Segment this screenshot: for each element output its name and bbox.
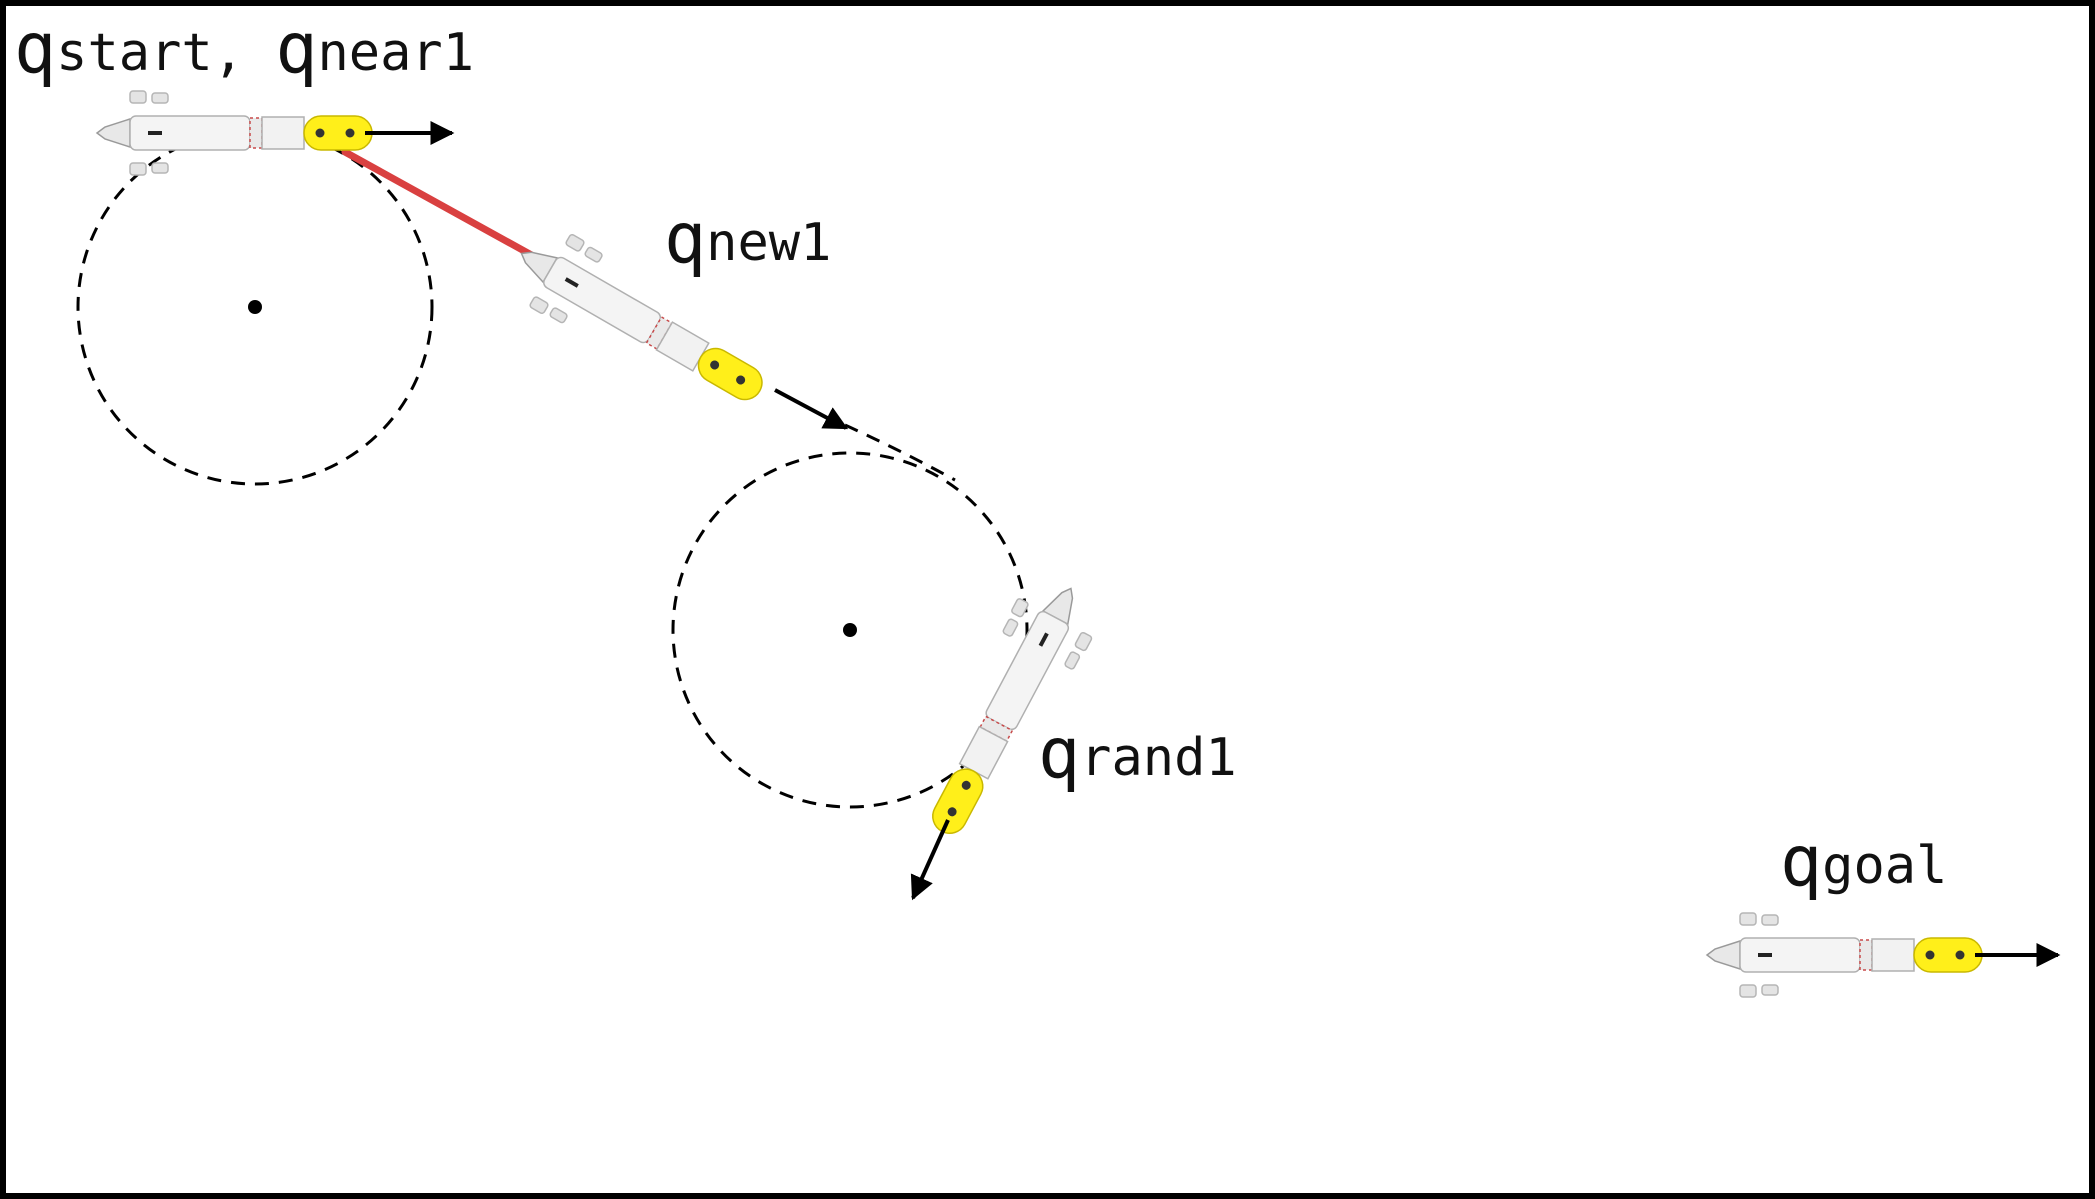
auv-vehicle-icon	[95, 89, 374, 177]
turning-circle-start	[76, 128, 434, 486]
label-goal: qgoal	[1780, 820, 1947, 902]
circle-center-dot-rand	[843, 623, 857, 637]
auv-vehicle-icon	[1705, 911, 1984, 999]
heading-arrow-icon	[774, 388, 849, 430]
auv-vehicle-icon	[905, 569, 1108, 851]
label-start-near: qstart, qnear1	[14, 7, 474, 89]
circle-center-dot-start	[248, 300, 262, 314]
turning-circle-rand	[671, 451, 1029, 809]
label-new: qnew1	[664, 197, 831, 279]
heading-arrow-icon	[910, 819, 950, 901]
label-rand: qrand1	[1038, 712, 1237, 794]
dashed-tangent-path	[844, 423, 956, 482]
